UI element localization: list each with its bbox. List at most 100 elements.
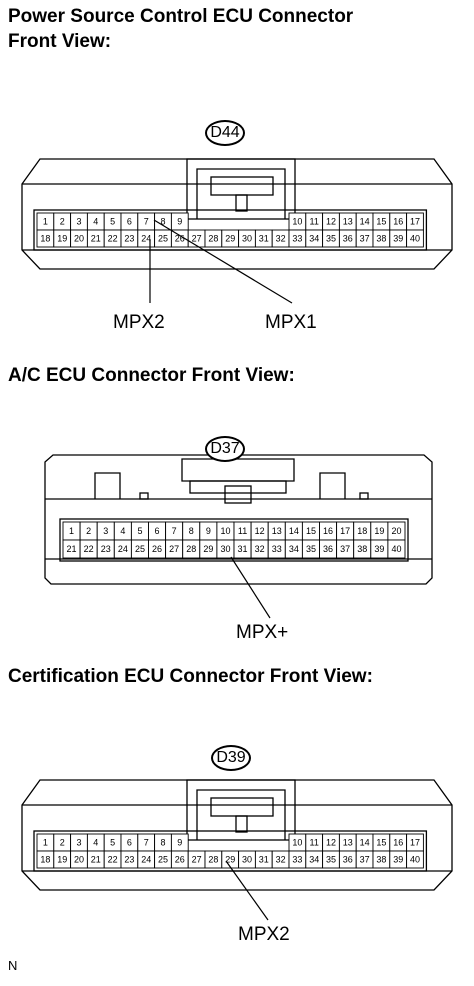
d37-pin-label-15: 15 bbox=[306, 526, 316, 536]
d44-pin-label-35: 35 bbox=[326, 234, 336, 244]
d37-pin-label-23: 23 bbox=[101, 544, 111, 554]
d44-pin-label-26: 26 bbox=[175, 234, 185, 244]
d37-pin-label-36: 36 bbox=[323, 544, 333, 554]
d39-pin-label-18: 18 bbox=[40, 855, 50, 865]
d37-pin-label-34: 34 bbox=[289, 544, 299, 554]
d44-pin-label-22: 22 bbox=[108, 234, 118, 244]
d39-latch-tab bbox=[210, 797, 274, 817]
d39-pin-label-24: 24 bbox=[141, 855, 151, 865]
d37-pin-label-2: 2 bbox=[86, 526, 91, 536]
leader-d39-mpx2 bbox=[225, 860, 269, 921]
d44-latch-inner bbox=[196, 168, 286, 219]
d39-pin-label-3: 3 bbox=[76, 838, 81, 848]
d44-pin-label-28: 28 bbox=[208, 234, 218, 244]
d39-pin-label-8: 8 bbox=[160, 838, 165, 848]
d39-pin-label-5: 5 bbox=[110, 838, 115, 848]
d37-pin-label-25: 25 bbox=[135, 544, 145, 554]
d44-pin-label-13: 13 bbox=[343, 217, 353, 227]
d39-pin-label-20: 20 bbox=[74, 855, 84, 865]
d44-pin-label-5: 5 bbox=[110, 217, 115, 227]
d37-pin-label-10: 10 bbox=[220, 526, 230, 536]
d39-pin-label-1: 1 bbox=[43, 838, 48, 848]
d37-pin-label-6: 6 bbox=[155, 526, 160, 536]
d44-pin-label-23: 23 bbox=[124, 234, 134, 244]
d37-pin-label-12: 12 bbox=[255, 526, 265, 536]
d44-pin-label-30: 30 bbox=[242, 234, 252, 244]
d37-housing bbox=[44, 454, 433, 585]
d37-pin-label-17: 17 bbox=[340, 526, 350, 536]
d39-pin-label-4: 4 bbox=[93, 838, 98, 848]
d44-pin-label-29: 29 bbox=[225, 234, 235, 244]
connector-code-d37: D37 bbox=[205, 436, 245, 462]
d37-pin-label-14: 14 bbox=[289, 526, 299, 536]
d37-pin-label-29: 29 bbox=[203, 544, 213, 554]
d44-pin-label-39: 39 bbox=[393, 234, 403, 244]
d37-pin-label-16: 16 bbox=[323, 526, 333, 536]
d39-pin-label-39: 39 bbox=[393, 855, 403, 865]
d44-pin-label-8: 8 bbox=[160, 217, 165, 227]
d44-pin-label-4: 4 bbox=[93, 217, 98, 227]
d37-latch-key bbox=[224, 485, 252, 504]
d44-pin-label-32: 32 bbox=[276, 234, 286, 244]
d39-latch-outer bbox=[186, 779, 296, 841]
d44-pin-block bbox=[33, 209, 428, 251]
d37-pin-label-37: 37 bbox=[340, 544, 350, 554]
d37-pin-label-40: 40 bbox=[391, 544, 401, 554]
d39-pin-label-26: 26 bbox=[175, 855, 185, 865]
d44-pin-label-1: 1 bbox=[43, 217, 48, 227]
d44-pin-label-40: 40 bbox=[410, 234, 420, 244]
d37-pin-label-28: 28 bbox=[186, 544, 196, 554]
leader-d37-mpx-plus bbox=[230, 556, 271, 619]
d39-pin-label-7: 7 bbox=[144, 838, 149, 848]
d44-pin-label-21: 21 bbox=[91, 234, 101, 244]
section-1-title-line1: Power Source Control ECU Connector bbox=[8, 6, 354, 27]
d39-pin-label-40: 40 bbox=[410, 855, 420, 865]
d37-pin-label-3: 3 bbox=[103, 526, 108, 536]
callout-mpx2-d39: MPX2 bbox=[238, 924, 290, 945]
d39-pin-label-19: 19 bbox=[57, 855, 67, 865]
d39-pin-label-13: 13 bbox=[343, 838, 353, 848]
d37-pin-label-26: 26 bbox=[152, 544, 162, 554]
d44-pin-label-31: 31 bbox=[259, 234, 269, 244]
d44-pin-label-9: 9 bbox=[177, 217, 182, 227]
d44-pin-label-3: 3 bbox=[76, 217, 81, 227]
d37-pin-label-38: 38 bbox=[357, 544, 367, 554]
d37-pin-label-4: 4 bbox=[120, 526, 125, 536]
d39-pin-label-32: 32 bbox=[276, 855, 286, 865]
d39-pin-label-14: 14 bbox=[360, 838, 370, 848]
d37-pin-label-7: 7 bbox=[172, 526, 177, 536]
d44-pin-label-34: 34 bbox=[309, 234, 319, 244]
d37-pin-label-22: 22 bbox=[84, 544, 94, 554]
d44-pin-label-18: 18 bbox=[40, 234, 50, 244]
d44-pin-label-12: 12 bbox=[326, 217, 336, 227]
d37-pin-label-19: 19 bbox=[374, 526, 384, 536]
connector-code-d39: D39 bbox=[211, 745, 251, 771]
d37-clip-left bbox=[94, 472, 121, 499]
d39-pin-label-9: 9 bbox=[177, 838, 182, 848]
d39-pin-label-28: 28 bbox=[208, 855, 218, 865]
d39-pin-label-33: 33 bbox=[292, 855, 302, 865]
d44-pin-label-11: 11 bbox=[310, 217, 319, 227]
d39-pin-block bbox=[33, 830, 428, 872]
d37-pin-label-11: 11 bbox=[238, 526, 247, 536]
d39-latch-key bbox=[235, 815, 248, 833]
d44-latch-key bbox=[235, 194, 248, 212]
d39-pin-label-30: 30 bbox=[242, 855, 252, 865]
d39-pin-label-17: 17 bbox=[410, 838, 420, 848]
d39-pin-label-27: 27 bbox=[192, 855, 202, 865]
d44-pin-label-19: 19 bbox=[57, 234, 67, 244]
d44-pin-label-38: 38 bbox=[376, 234, 386, 244]
d37-pin-label-5: 5 bbox=[137, 526, 142, 536]
d44-pin-label-33: 33 bbox=[292, 234, 302, 244]
footnote: N bbox=[8, 958, 18, 973]
d39-pin-label-10: 10 bbox=[292, 838, 302, 848]
d37-clip-right-tab bbox=[359, 492, 369, 500]
d44-pin-label-15: 15 bbox=[376, 217, 386, 227]
d39-pin-label-36: 36 bbox=[343, 855, 353, 865]
d37-pin-label-1: 1 bbox=[69, 526, 74, 536]
d37-pin-label-13: 13 bbox=[272, 526, 282, 536]
d37-pin-label-31: 31 bbox=[238, 544, 248, 554]
d37-clip-left-tab bbox=[139, 492, 149, 500]
